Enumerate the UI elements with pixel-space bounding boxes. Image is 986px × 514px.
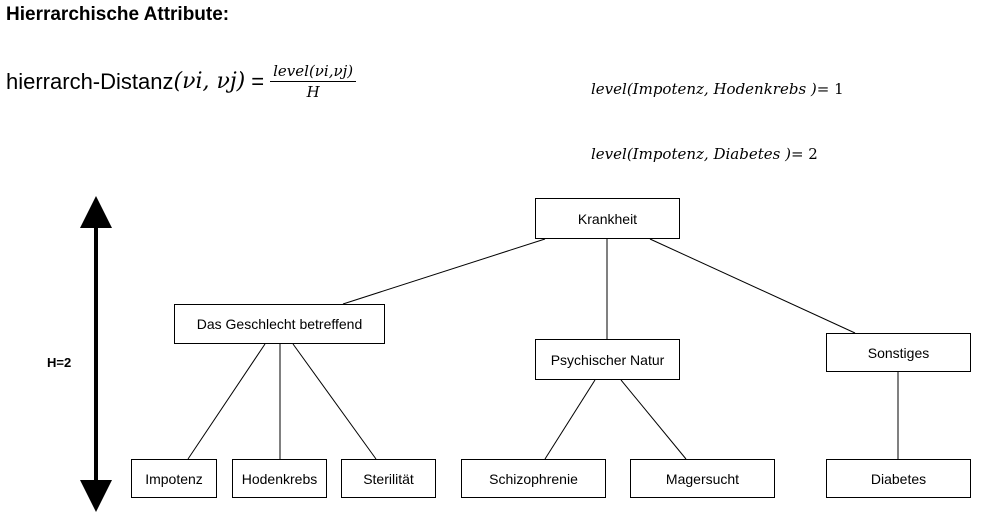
height-label: H=2 bbox=[47, 355, 72, 370]
example-1-expr: level(Impotenz, Hodenkrebs ) bbox=[591, 80, 817, 98]
formula-denominator: H bbox=[306, 83, 320, 101]
edge-psychisch-schizophrenie bbox=[544, 379, 596, 460]
edge-geschlecht-sterilitaet bbox=[292, 343, 377, 460]
formula-lhs: hierrarch-Distanz bbox=[6, 68, 174, 94]
distance-formula: hierrarch-Distanz (νi, νj) = level(νi,νj… bbox=[6, 62, 357, 101]
node-impotenz: Impotenz bbox=[131, 459, 217, 498]
node-psychisch: Psychischer Natur bbox=[535, 339, 680, 380]
formula-fraction: level(νi,νj) H bbox=[270, 62, 357, 101]
edge-psychisch-magersucht bbox=[620, 379, 687, 460]
node-diabetes: Diabetes bbox=[826, 459, 971, 498]
edge-root-sonstiges bbox=[649, 238, 856, 334]
node-schizophrenie: Schizophrenie bbox=[461, 459, 606, 498]
example-2-value: = 2 bbox=[790, 145, 818, 163]
node-sonstiges: Sonstiges bbox=[826, 333, 971, 372]
formula-equals: = bbox=[251, 68, 265, 94]
edge-geschlecht-impotenz bbox=[187, 343, 266, 460]
edge-root-geschlecht bbox=[342, 238, 546, 305]
node-magersucht: Magersucht bbox=[630, 459, 775, 498]
node-sterilitaet: Sterilität bbox=[341, 459, 436, 498]
formula-args: (νi, νj) bbox=[173, 69, 246, 94]
example-1-value: = 1 bbox=[816, 80, 844, 98]
node-hodenkrebs: Hodenkrebs bbox=[232, 459, 327, 498]
node-geschlecht: Das Geschlecht betreffend bbox=[174, 304, 385, 344]
node-krankheit: Krankheit bbox=[535, 198, 680, 239]
example-1: level(Impotenz, Hodenkrebs )= 1 bbox=[591, 80, 844, 98]
example-2-expr: level(Impotenz, Diabetes ) bbox=[591, 145, 791, 163]
page-title: Hierrarchische Attribute: bbox=[6, 4, 230, 25]
example-2: level(Impotenz, Diabetes )= 2 bbox=[591, 145, 818, 163]
formula-numerator: level(νi,νj) bbox=[270, 62, 357, 82]
